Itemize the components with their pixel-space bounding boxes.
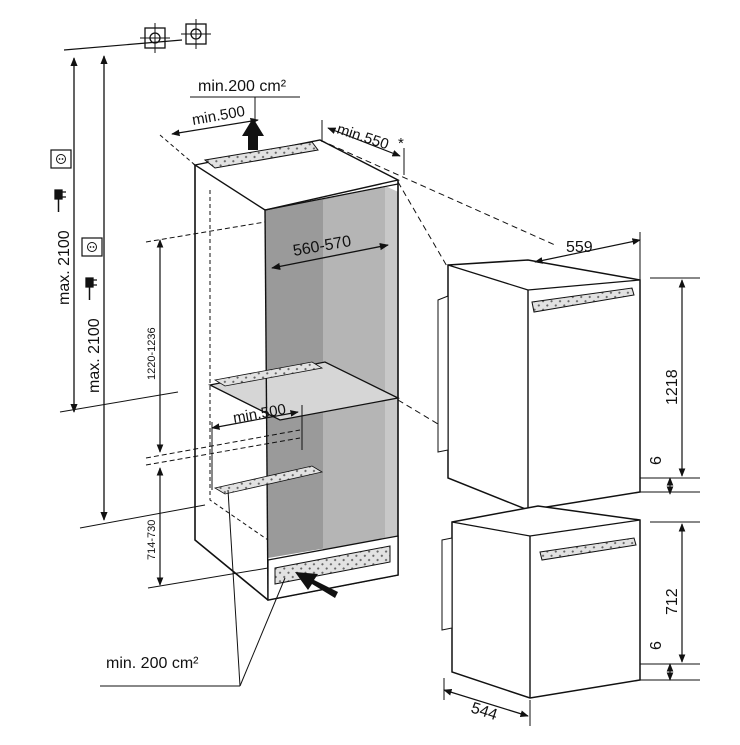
depth-clear-top-label: min.500 xyxy=(191,103,247,129)
mid-vent-grille-upper xyxy=(213,361,324,387)
niche-depth-asterisk: * xyxy=(398,135,404,152)
projection-lines xyxy=(319,139,556,431)
power-socket-icon xyxy=(81,237,103,257)
niche-depth-dimension xyxy=(321,120,405,175)
socket-height-label-right: max. 2100 xyxy=(86,318,103,393)
top-vent-area-label: min.200 cm² xyxy=(198,78,287,95)
power-socket-icon xyxy=(50,149,72,169)
upper-unit-width-dimension xyxy=(534,232,641,280)
socket-height-dimension-right xyxy=(79,55,206,529)
bottom-vent-leader xyxy=(100,489,286,687)
lower-unit-height-label: 712 xyxy=(664,588,681,615)
upper-gap-label: 6 xyxy=(648,456,665,465)
niche-width-dimension xyxy=(271,243,389,270)
lower-niche-height-label: 714-730 xyxy=(146,520,158,560)
upper-fridge-unit xyxy=(437,259,641,512)
lower-unit-depth-dimension xyxy=(443,678,531,726)
upper-niche-height-dimension xyxy=(145,221,301,459)
lower-gap-dimension xyxy=(640,663,700,681)
upper-niche-height-label: 1220-1236 xyxy=(146,327,158,380)
power-plug-icon xyxy=(85,277,97,300)
lower-unit-depth-label: 544 xyxy=(469,700,500,724)
plumb-target-icon xyxy=(181,19,211,49)
power-plug-icon xyxy=(54,189,66,212)
airflow-arrow-icon xyxy=(242,118,264,150)
upper-unit-width-label: 559 xyxy=(566,239,593,256)
niche-depth-label: min.550 xyxy=(335,121,391,154)
socket-height-label-left: max. 2100 xyxy=(56,230,73,305)
upper-unit-height-label: 1218 xyxy=(664,369,681,405)
depth-clear-top-dimension xyxy=(159,117,259,166)
plumb-target-icon xyxy=(63,23,183,53)
depth-clear-mid-dimension xyxy=(211,405,303,490)
lower-gap-label: 6 xyxy=(648,641,665,650)
airflow-arrow-icon xyxy=(295,572,338,598)
lower-niche-height-dimension xyxy=(145,437,301,589)
mid-vent-grille-lower xyxy=(213,465,324,495)
bottom-vent-area-label: min. 200 cm² xyxy=(106,655,199,672)
top-vent-grille xyxy=(203,141,319,169)
lower-fridge-unit xyxy=(441,505,641,699)
upper-gap-dimension xyxy=(640,477,700,495)
